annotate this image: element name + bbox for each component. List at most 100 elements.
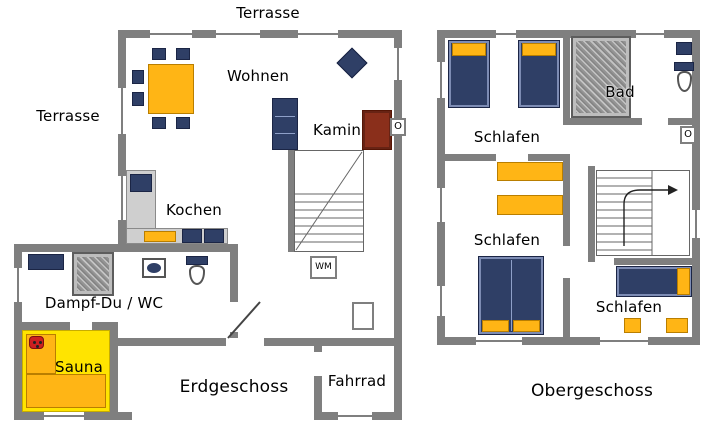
bath-shower <box>571 36 631 118</box>
wall-segment <box>230 252 238 302</box>
wall-segment <box>288 150 296 252</box>
wall-segment <box>14 322 70 330</box>
dining-table <box>148 64 194 114</box>
oven-marker-box: O <box>390 118 406 136</box>
window <box>437 62 445 98</box>
wall-segment <box>314 346 322 352</box>
bed-pillow <box>452 43 486 56</box>
wall-segment <box>563 118 642 125</box>
terrasse-top-label: Terrasse <box>236 4 300 22</box>
bed-center-line <box>511 260 512 331</box>
terrasse-left-label: Terrasse <box>36 107 100 125</box>
toilet-tank <box>674 62 694 71</box>
fahrrad-label: Fahrrad <box>327 372 387 390</box>
oven-marker-label: O <box>394 121 402 132</box>
sofa-cushion-line <box>275 133 295 134</box>
washing-machine: WM <box>310 256 337 279</box>
window <box>14 268 22 302</box>
staircase <box>596 170 690 256</box>
kochen-label: Kochen <box>166 201 222 219</box>
wall-segment <box>264 338 402 346</box>
window <box>118 176 126 220</box>
window <box>118 88 126 134</box>
bed-pillow <box>513 320 540 332</box>
terrace-door <box>216 30 260 38</box>
window <box>44 412 84 420</box>
ground-floor-title: Erdgeschoss <box>179 377 289 397</box>
wall-segment <box>614 258 692 265</box>
bed-pillow <box>482 320 509 332</box>
sofa <box>272 98 298 150</box>
chair <box>132 92 144 106</box>
window <box>437 286 445 316</box>
chair <box>176 117 190 129</box>
dresser <box>497 195 563 215</box>
stove <box>182 229 202 243</box>
kitchen-sink <box>130 174 152 192</box>
sauna-bench <box>26 374 106 408</box>
sauna-heater-icon <box>29 336 44 349</box>
wall-segment <box>437 30 445 345</box>
door-swing <box>227 301 261 339</box>
chair <box>152 48 166 60</box>
wall-segment <box>437 154 496 161</box>
dampf-du-wc-label: Dampf-Du / WC <box>44 294 164 312</box>
wall-segment <box>563 154 570 246</box>
washing-machine-label: WM <box>315 262 332 272</box>
wall-segment <box>110 322 118 420</box>
appliance-box <box>352 302 374 330</box>
washbasin <box>142 258 166 278</box>
oven-marker-box: O <box>680 126 696 144</box>
window <box>394 48 402 80</box>
upper-floor-title: Obergeschoss <box>530 381 654 401</box>
schlafen-1-label: Schlafen <box>473 128 541 146</box>
window <box>600 337 648 345</box>
wall-segment <box>118 30 402 38</box>
schlafen-3-label: Schlafen <box>595 298 663 316</box>
kamin-label: Kamin <box>312 121 362 139</box>
toilet-tank <box>186 256 208 265</box>
kitchen-sink <box>204 229 224 243</box>
wall-segment <box>588 166 595 262</box>
wall-segment <box>692 30 700 345</box>
window <box>692 210 700 238</box>
window <box>338 412 372 420</box>
window <box>496 30 516 38</box>
washbasin <box>676 42 692 55</box>
wall-segment <box>528 154 570 161</box>
window <box>437 188 445 222</box>
window <box>476 337 522 345</box>
oven-marker-label: O <box>684 129 692 140</box>
wall-segment <box>563 30 570 125</box>
wohnen-label: Wohnen <box>226 67 290 85</box>
wall-segment <box>563 278 570 345</box>
dresser <box>497 162 563 181</box>
wall-segment <box>14 244 22 420</box>
bath-bench <box>28 254 64 270</box>
bed-pillow <box>677 268 690 295</box>
chair <box>176 48 190 60</box>
wall-segment <box>14 244 238 252</box>
sauna-label: Sauna <box>55 358 103 376</box>
staircase <box>294 150 364 252</box>
wall-segment <box>394 30 402 420</box>
toilet-bowl <box>189 265 205 285</box>
wall-segment <box>668 118 700 125</box>
toilet-bowl <box>677 71 692 92</box>
wall-segment <box>314 376 322 420</box>
window <box>298 30 338 38</box>
wall-segment <box>118 338 226 346</box>
chair <box>152 117 166 129</box>
chair <box>132 70 144 84</box>
fireplace <box>362 110 392 150</box>
stool <box>666 318 688 333</box>
sofa-cushion-line <box>275 116 295 117</box>
steam-shower <box>72 252 114 296</box>
bed-pillow <box>522 43 556 56</box>
kitchen-cabinet <box>144 231 176 242</box>
bad-label: Bad <box>605 83 635 101</box>
window <box>150 30 192 38</box>
